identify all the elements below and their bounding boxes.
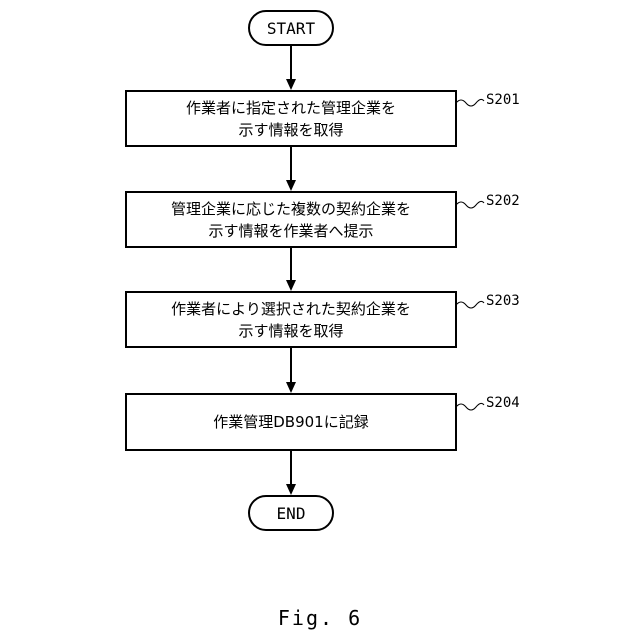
leader-line-s204 bbox=[456, 403, 484, 410]
start-terminal: START bbox=[248, 10, 334, 46]
end-terminal: END bbox=[248, 495, 334, 531]
step-box-s204: 作業管理DB901に記録 bbox=[125, 393, 457, 451]
step-s202-line-1: 管理企業に応じた複数の契約企業を bbox=[171, 198, 411, 220]
step-s202-line-2: 示す情報を作業者へ提示 bbox=[208, 220, 373, 242]
arrowhead-s204 bbox=[286, 382, 296, 393]
step-id-s204: S204 bbox=[486, 395, 520, 411]
arrowhead-s203 bbox=[286, 280, 296, 291]
step-box-s201: 作業者に指定された管理企業を 示す情報を取得 bbox=[125, 90, 457, 147]
step-s203-line-1: 作業者により選択された契約企業を bbox=[171, 298, 411, 320]
arrowhead-s202 bbox=[286, 180, 296, 191]
leader-line-s203 bbox=[456, 301, 484, 308]
step-box-s203: 作業者により選択された契約企業を 示す情報を取得 bbox=[125, 291, 457, 348]
step-s203-line-2: 示す情報を取得 bbox=[238, 320, 343, 342]
step-id-s203: S203 bbox=[486, 293, 520, 309]
step-id-s201: S201 bbox=[486, 92, 520, 108]
start-label: START bbox=[267, 19, 315, 38]
end-label: END bbox=[277, 504, 306, 523]
step-s204-line-1: 作業管理DB901に記録 bbox=[213, 411, 368, 433]
step-s201-line-2: 示す情報を取得 bbox=[238, 119, 343, 141]
arrowhead-s201 bbox=[286, 79, 296, 90]
leader-line-s202 bbox=[456, 201, 484, 208]
step-box-s202: 管理企業に応じた複数の契約企業を 示す情報を作業者へ提示 bbox=[125, 191, 457, 248]
figure-caption: Fig. 6 bbox=[0, 606, 640, 630]
leader-line-s201 bbox=[456, 99, 484, 106]
step-id-s202: S202 bbox=[486, 193, 520, 209]
arrowhead-end bbox=[286, 484, 296, 495]
step-s201-line-1: 作業者に指定された管理企業を bbox=[186, 97, 396, 119]
